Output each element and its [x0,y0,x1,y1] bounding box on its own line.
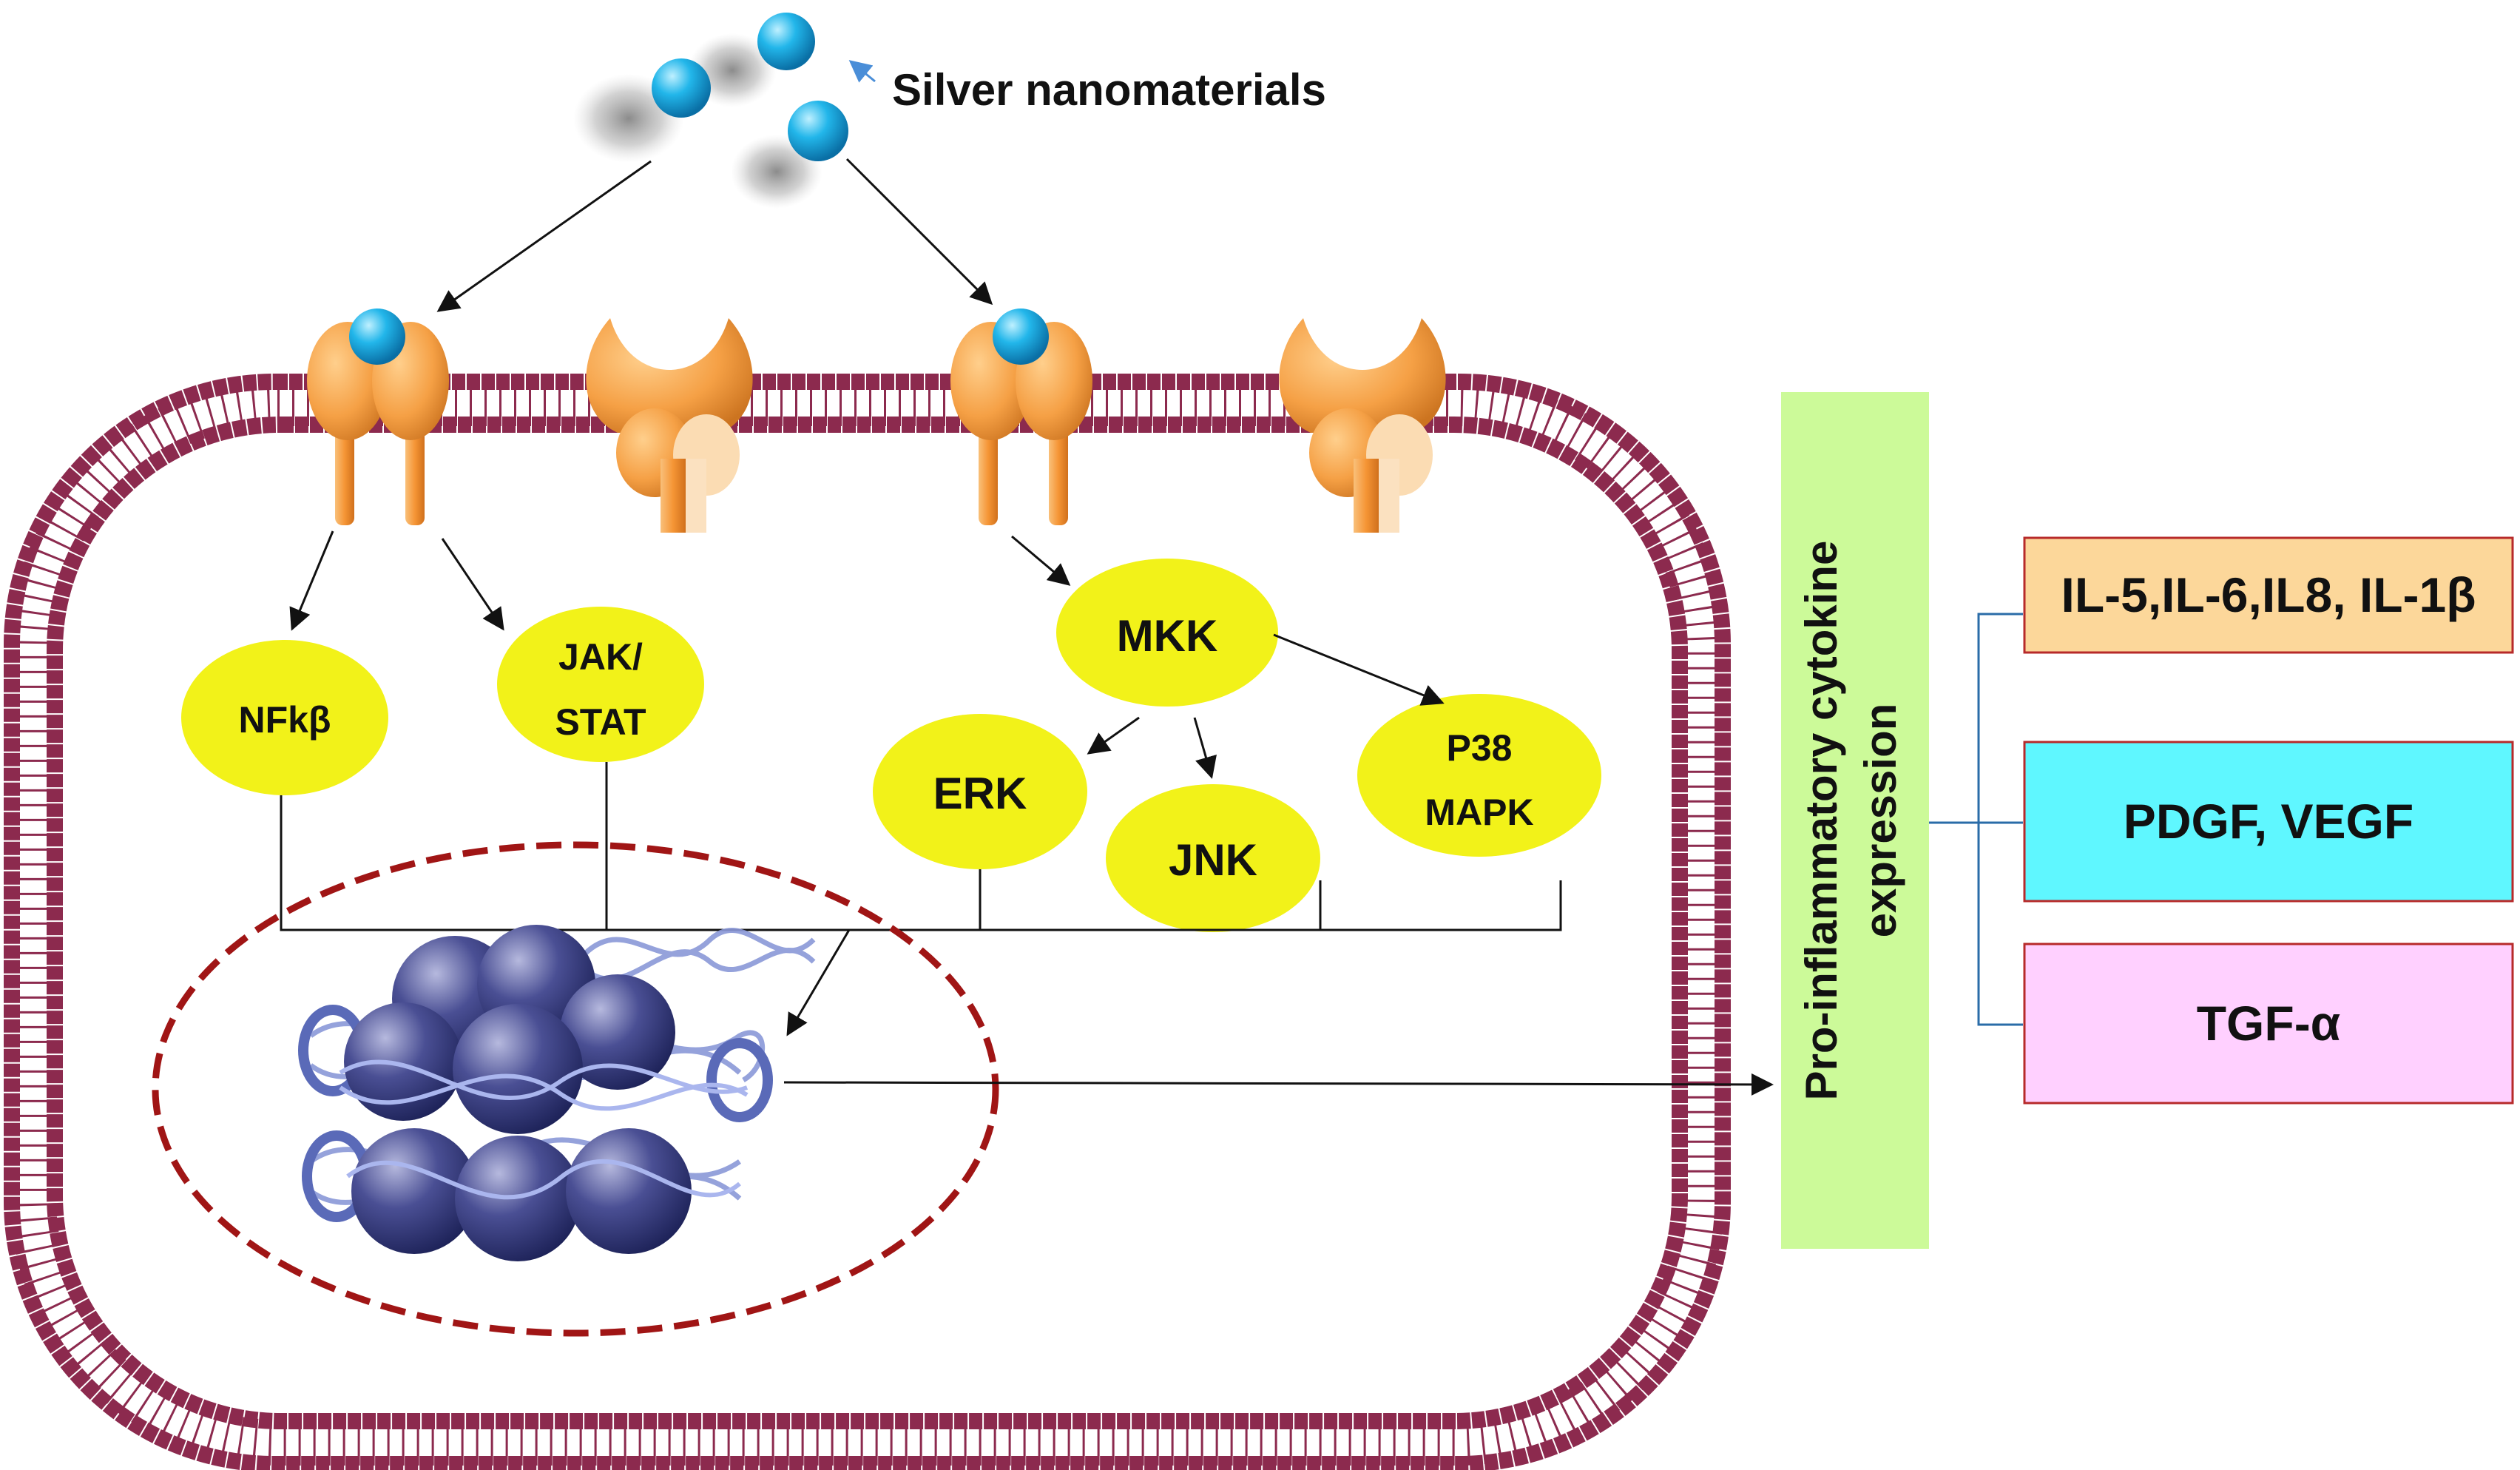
receptor-bound-1 [307,309,449,525]
arrow-nucleus-to-expression [783,1073,1774,1096]
arrow-mkk-to-p38 [1273,633,1445,706]
svg-text:PDGF, VEGF: PDGF, VEGF [2124,794,2413,849]
arrow-receptor-to-nfkb [289,530,334,631]
node-jnk: JNK [1106,784,1320,932]
output-bracket [1929,613,2023,1026]
collector-lines [280,762,1562,931]
node-nfkb: NFkβ [181,640,388,795]
svg-text:MAPK: MAPK [1425,792,1533,833]
label-pointer-arrow [848,60,876,83]
chromatin-dna [298,925,816,1261]
arrow-receptor-to-jak [441,538,504,631]
cytokine-expression-box: Pro-inflammatory cytokine expression [1781,392,1929,1249]
node-mkk: MKK [1056,559,1278,707]
node-p38-mapk: P38 MAPK [1357,694,1601,857]
arrow-np-to-receptor-3 [845,158,993,306]
arrow-mkk-to-jnk [1193,717,1217,779]
title-label: Silver nanomaterials [892,65,1326,115]
receptor-unbound-2 [586,318,753,533]
svg-text:P38: P38 [1447,727,1513,769]
arrow-np-to-receptor-1 [436,160,652,312]
arrow-mkk-to-erk [1087,716,1140,755]
svg-text:expression: expression [1856,704,1905,938]
receptor-bound-3 [950,309,1092,525]
svg-text:ERK: ERK [933,769,1027,818]
svg-text:JNK: JNK [1169,835,1257,885]
arrow-receptor-to-mkk [1011,535,1071,586]
receptor-unbound-4 [1279,318,1446,533]
arrow-into-nucleus [786,929,851,1036]
cell-membrane [4,374,1731,1470]
svg-text:JAK/: JAK/ [558,636,643,678]
svg-text:MKK: MKK [1117,611,1218,661]
nucleus-boundary [152,841,999,1337]
svg-text:NFkβ: NFkβ [239,699,331,741]
output-pdgf-vegf-box: PDGF, VEGF [2023,741,2514,903]
svg-text:IL-5,IL-6,IL8, IL-1β: IL-5,IL-6,IL8, IL-1β [2061,567,2476,622]
svg-text:TGF-α: TGF-α [2197,996,2341,1051]
node-erk: ERK [873,714,1087,869]
output-il-box: IL-5,IL-6,IL8, IL-1β [2023,536,2514,654]
silver-nanoparticles [652,13,848,161]
svg-text:Pro-inflammatory cytokine: Pro-inflammatory cytokine [1797,541,1846,1101]
node-jak-stat: JAK/ STAT [497,607,704,762]
output-tgf-box: TGF-α [2023,943,2514,1105]
svg-text:STAT: STAT [555,701,646,743]
